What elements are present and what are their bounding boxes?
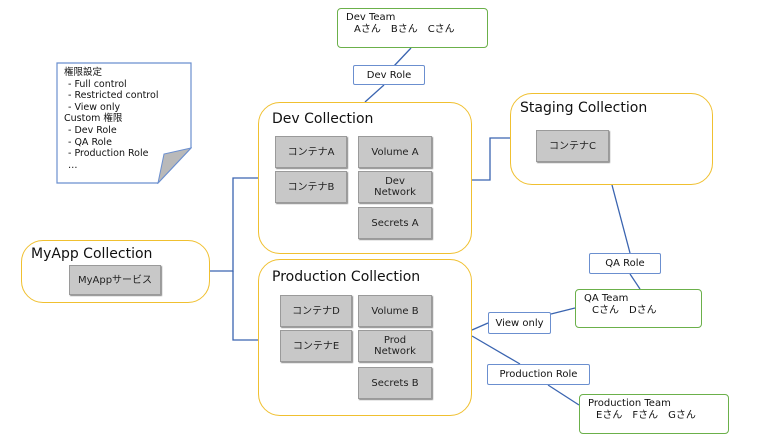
connector-viewonly-production	[471, 322, 489, 331]
resource-volume-b[interactable]: Volume B	[358, 295, 432, 327]
collection-title: Staging Collection	[520, 100, 648, 116]
team-name: Dev Team	[346, 12, 396, 23]
team-members: Cさん Dさん	[592, 305, 657, 316]
team-name: QA Team	[584, 293, 629, 304]
note-item: - View only	[68, 101, 121, 113]
permission-note-text: 権限設定 - Full control - Restricted control…	[64, 67, 158, 171]
note-custom-item: - Production Role	[68, 148, 149, 160]
dev-role-label[interactable]: Dev Role	[353, 65, 425, 85]
qa-team-box[interactable]: QA Team Cさん Dさん	[575, 289, 702, 328]
resource-prod-network[interactable]: Prod Network	[358, 330, 432, 362]
connector-staging-qarole	[611, 184, 631, 254]
resource-myapp-service[interactable]: MyAppサービス	[69, 265, 161, 295]
team-members: Aさん Bさん Cさん	[354, 24, 455, 35]
note-custom-item: - Dev Role	[68, 124, 117, 136]
note-custom-title: Custom 権限	[64, 113, 123, 125]
resource-container-a[interactable]: コンテナA	[275, 136, 347, 168]
note-custom-item: - QA Role	[68, 136, 112, 148]
connector-myapp-production	[232, 271, 258, 341]
note-custom-item: …	[68, 159, 78, 171]
resource-secrets-a[interactable]: Secrets A	[358, 207, 432, 239]
permission-note	[56, 62, 192, 184]
connector-prodrole-prodteam	[547, 384, 580, 406]
qa-role-label[interactable]: QA Role	[589, 253, 661, 274]
resource-container-d[interactable]: コンテナD	[280, 295, 352, 327]
production-team-box[interactable]: Production Team Eさん Fさん Gさん	[579, 394, 729, 434]
connector-qarole-qateam	[629, 273, 641, 290]
connector-devrole-dev	[364, 84, 385, 103]
connector-production-prodrole	[471, 335, 521, 365]
team-members: Eさん Fさん Gさん	[596, 410, 696, 421]
connector-qateam-viewonly	[550, 307, 576, 315]
collection-title: MyApp Collection	[31, 246, 153, 262]
collection-title: Production Collection	[272, 269, 421, 285]
resource-volume-a[interactable]: Volume A	[358, 136, 432, 168]
view-only-label[interactable]: View only	[488, 312, 551, 334]
connector-myapp-dev	[210, 177, 258, 272]
resource-container-e[interactable]: コンテナE	[280, 330, 352, 362]
production-role-label[interactable]: Production Role	[487, 364, 590, 385]
collection-title: Dev Collection	[272, 111, 374, 127]
resource-container-b[interactable]: コンテナB	[275, 171, 347, 203]
dev-team-box[interactable]: Dev Team Aさん Bさん Cさん	[337, 8, 488, 48]
resource-secrets-b[interactable]: Secrets B	[358, 367, 432, 399]
resource-dev-network[interactable]: Dev Network	[358, 171, 432, 203]
connector-dev-staging	[472, 137, 510, 181]
connector-devteam-devrole	[393, 47, 412, 67]
note-item: - Full control	[68, 78, 127, 90]
team-name: Production Team	[588, 398, 671, 409]
note-item: - Restricted control	[68, 90, 159, 102]
resource-container-c[interactable]: コンテナC	[536, 130, 609, 162]
note-title: 権限設定	[64, 67, 103, 78]
